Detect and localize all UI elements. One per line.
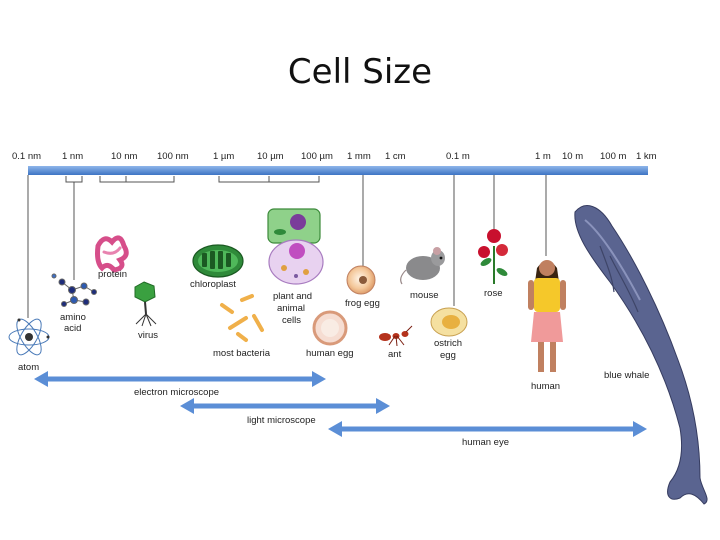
scale-label-1m: 1 m: [535, 151, 551, 162]
ant-illustration: [379, 325, 413, 347]
cells-label-2: animal: [277, 303, 305, 314]
scale-label-10m: 10 m: [562, 151, 583, 162]
protein-label: protein: [98, 269, 127, 280]
bacteria-illustration: [220, 294, 264, 342]
scale-label-1km: 1 km: [636, 151, 657, 162]
atom-illustration: [8, 318, 50, 356]
human-label: human: [531, 381, 560, 392]
scale-label-100nm: 100 nm: [157, 151, 189, 162]
electron-microscope-label: electron microscope: [134, 387, 219, 398]
plant-cell-illustration: [267, 208, 321, 244]
human-eye-range: [328, 421, 647, 437]
cells-label-1: plant and: [273, 291, 312, 302]
ostrich-egg-label-1: ostrich: [434, 338, 462, 349]
rose-illustration: [478, 229, 508, 284]
atom-label: atom: [18, 362, 39, 373]
human-egg-label: human egg: [306, 348, 354, 359]
scale-label-0.1nm: 0.1 nm: [12, 151, 41, 162]
ant-label: ant: [388, 349, 402, 360]
range-brackets: [65, 176, 320, 183]
amino-acid-label-1: amino: [60, 312, 86, 323]
mouse-label: mouse: [410, 290, 439, 301]
amino-acid-label-2: acid: [64, 323, 81, 334]
blue-whale-label: blue whale: [604, 370, 649, 381]
leader-lines: [27, 175, 547, 318]
virus-illustration: [134, 281, 157, 327]
scale-label-10um: 10 µm: [257, 151, 284, 162]
scale-label-1cm: 1 cm: [385, 151, 406, 162]
mouse-illustration: [400, 247, 445, 285]
scale-label-100m: 100 m: [600, 151, 626, 162]
rose-label: rose: [484, 288, 502, 299]
cells-label-3: cells: [282, 315, 301, 326]
bacteria-label: most bacteria: [213, 348, 271, 359]
blue-whale-illustration: [574, 205, 708, 505]
page-title: Cell Size: [287, 52, 433, 92]
light-microscope-range: [180, 398, 390, 414]
scale-label-100um: 100 µm: [301, 151, 333, 162]
scale-bar: [28, 166, 648, 175]
frog-egg-illustration: [346, 265, 376, 295]
human-egg-illustration: [312, 310, 348, 346]
amino-acid-illustration: [51, 273, 97, 307]
protein-illustration: [95, 235, 129, 273]
frog-egg-label: frog egg: [345, 298, 380, 309]
ostrich-egg-label-2: egg: [440, 350, 456, 361]
light-microscope-label: light microscope: [247, 415, 316, 426]
scale-label-10nm: 10 nm: [111, 151, 137, 162]
animal-cell-illustration: [268, 239, 324, 285]
scale-label-0.1m: 0.1 m: [446, 151, 470, 162]
chloroplast-illustration: [192, 244, 244, 278]
chloroplast-label: chloroplast: [190, 279, 236, 290]
virus-label: virus: [138, 330, 158, 341]
electron-microscope-range: [34, 371, 326, 387]
human-illustration: [528, 260, 566, 372]
scale-label-1um: 1 µm: [213, 151, 234, 162]
scale-label-1mm: 1 mm: [347, 151, 371, 162]
human-eye-label: human eye: [462, 437, 509, 448]
scale-label-1nm: 1 nm: [62, 151, 83, 162]
ostrich-egg-illustration: [430, 307, 468, 337]
